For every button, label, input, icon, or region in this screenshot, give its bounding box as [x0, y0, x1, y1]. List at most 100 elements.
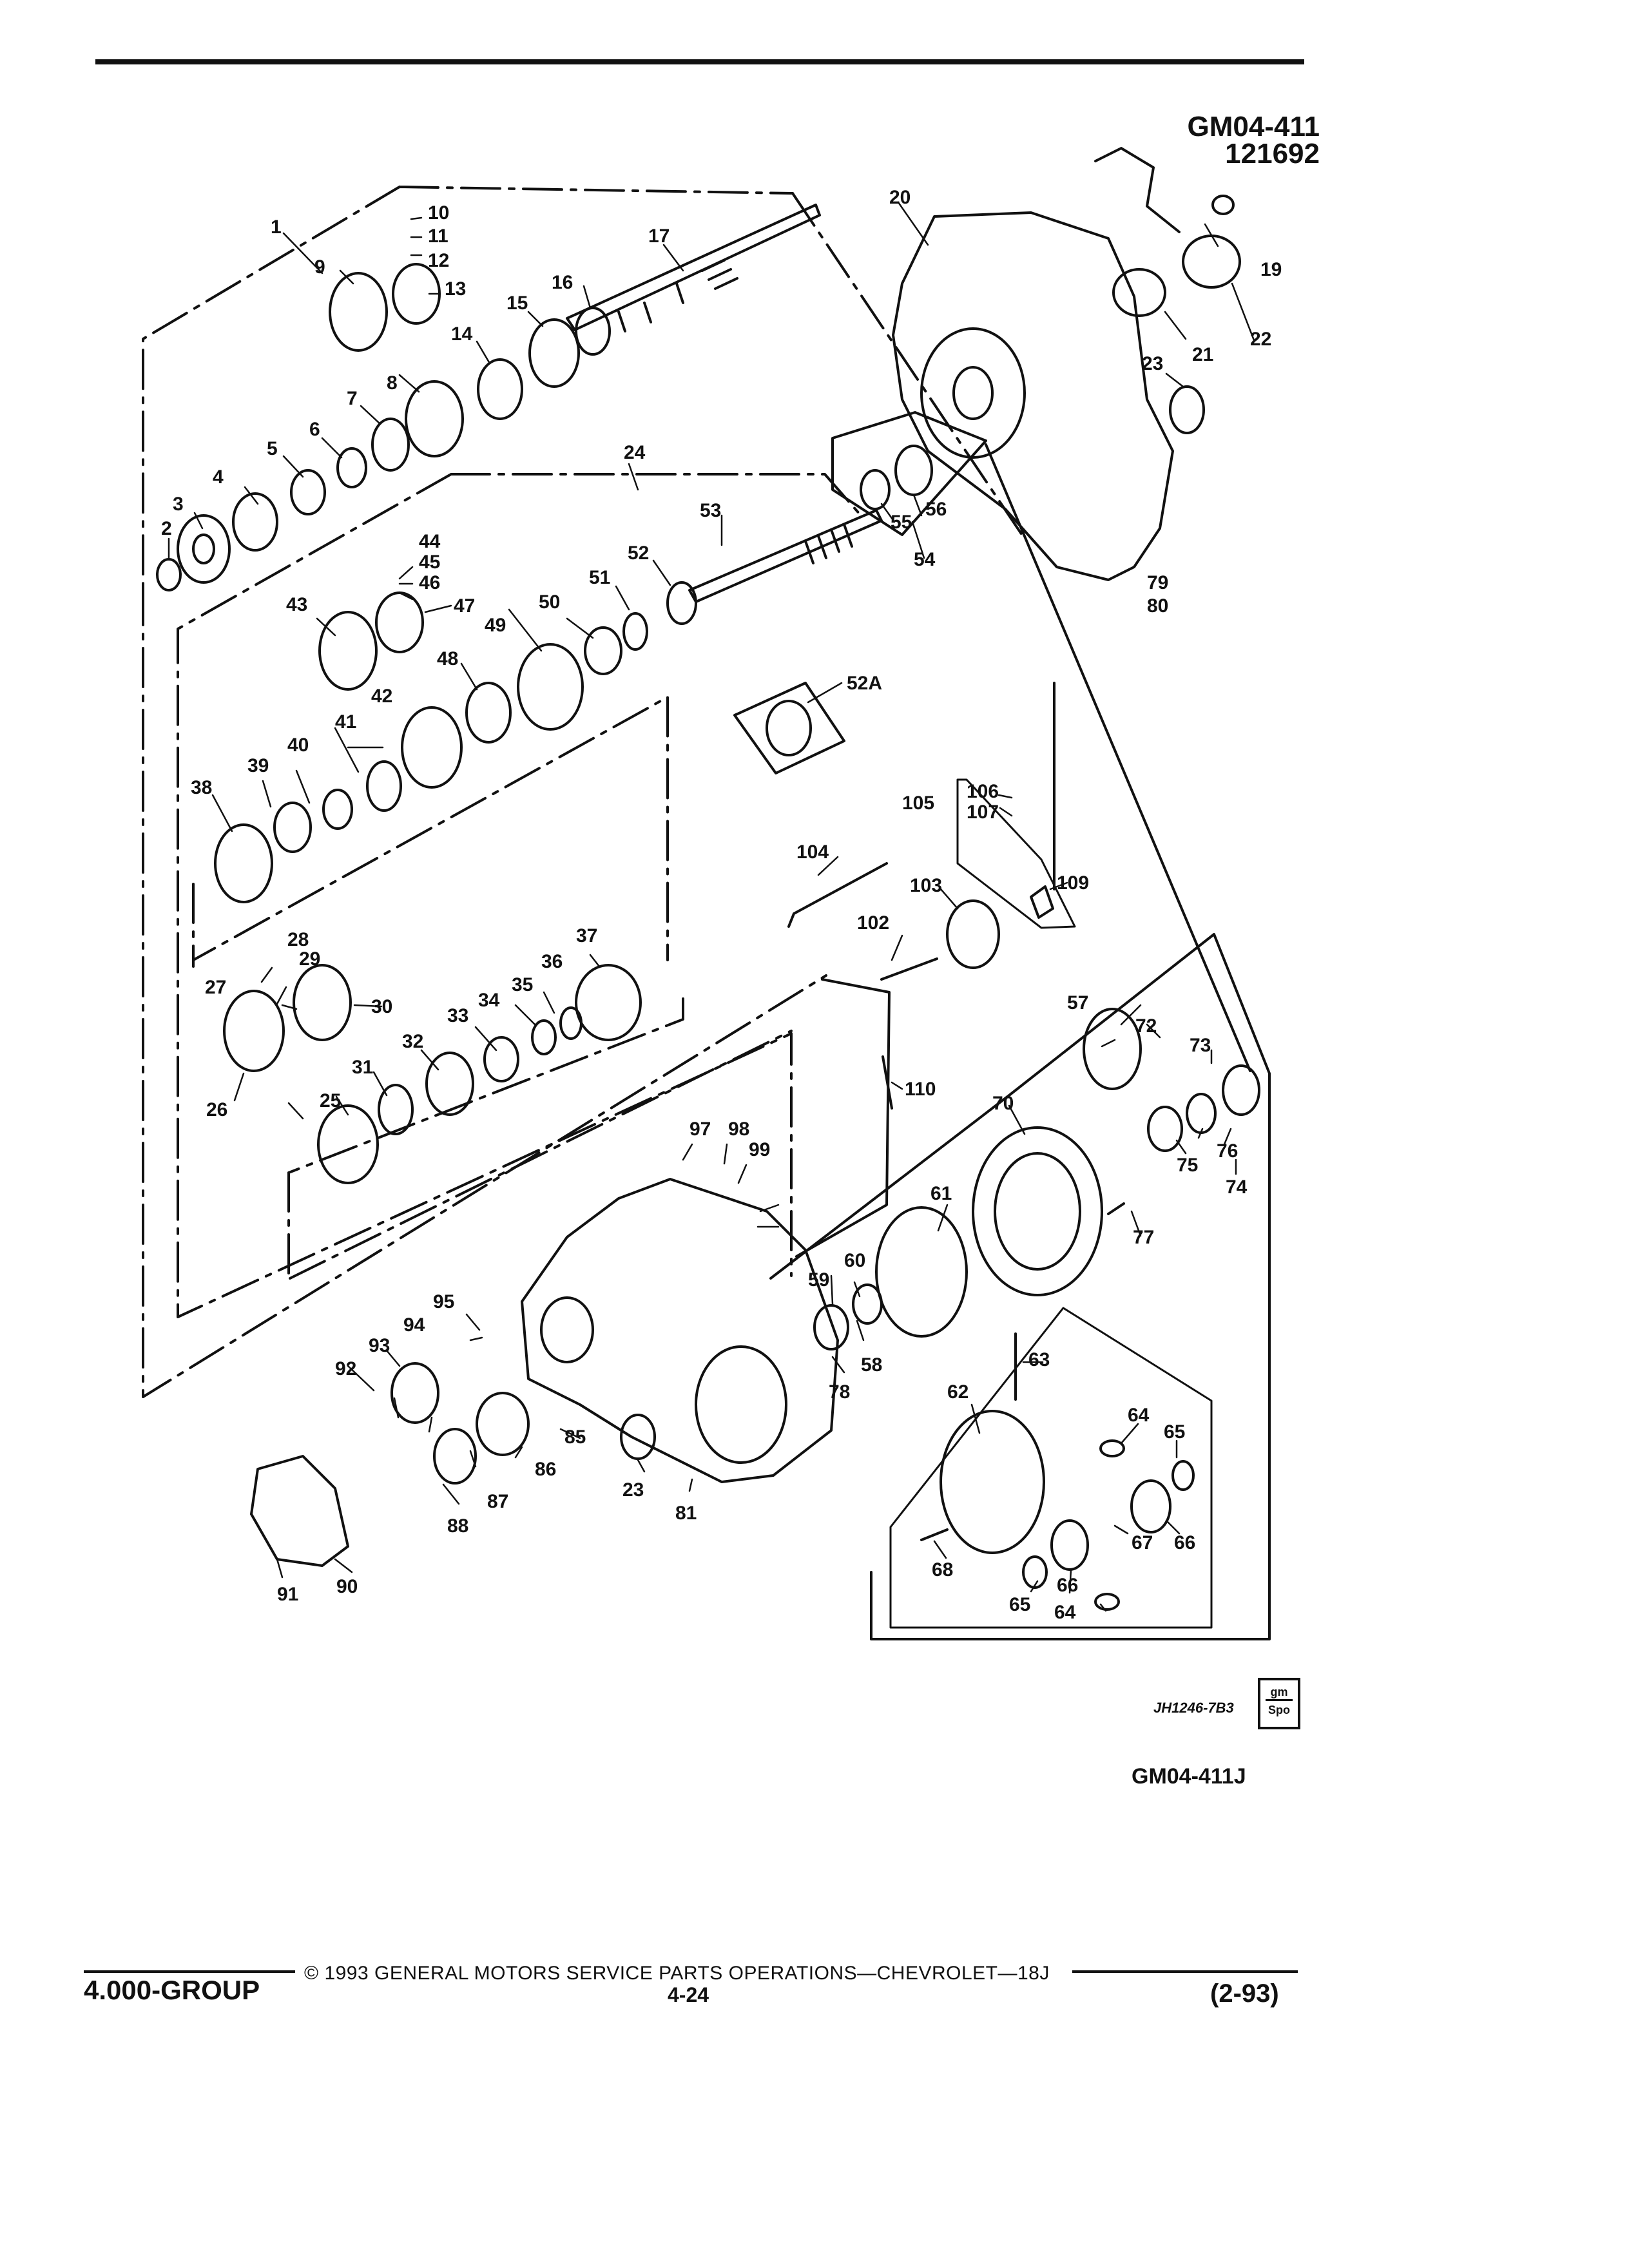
case-62	[940, 1410, 1045, 1554]
washer-64a	[1099, 1439, 1125, 1457]
bolt-19	[1211, 195, 1235, 215]
callout-67: 67	[1132, 1532, 1153, 1553]
group-bracket-105	[956, 778, 1076, 929]
sensor-22	[1182, 235, 1241, 289]
lever-109	[1030, 885, 1054, 919]
gear-25	[317, 1104, 379, 1184]
document-id: GM04-411	[1187, 111, 1320, 142]
case-20-bore-inner	[952, 366, 994, 420]
callout-64-bottom: 64	[1054, 1602, 1076, 1623]
gear-55	[860, 469, 891, 510]
callout-79: 79	[1147, 572, 1168, 593]
callout-27: 27	[205, 977, 226, 998]
callout-64-top: 64	[1128, 1405, 1150, 1426]
ring-gear-70	[972, 1126, 1103, 1296]
race-76	[1186, 1093, 1217, 1134]
callout-3: 3	[173, 494, 184, 515]
callout-107: 107	[967, 802, 999, 823]
callout-21: 21	[1192, 344, 1213, 365]
gear-38	[214, 823, 273, 903]
washer-65b	[1022, 1555, 1048, 1589]
input-shaft-splines	[617, 259, 738, 332]
callout-98: 98	[728, 1119, 749, 1140]
callout-47: 47	[454, 595, 475, 617]
leader-rear	[795, 443, 1251, 1258]
bolt-68	[920, 1528, 949, 1541]
callout-11: 11	[428, 226, 448, 247]
callout-43: 43	[286, 594, 307, 615]
callout-36: 36	[541, 951, 563, 972]
callout-76: 76	[1217, 1140, 1238, 1162]
callout-54: 54	[914, 549, 936, 570]
callout-86: 86	[535, 1459, 556, 1480]
callout-55: 55	[891, 512, 912, 533]
ring-7	[371, 418, 410, 472]
gear-3	[177, 514, 231, 584]
leaders	[168, 201, 1255, 1612]
ring-31	[378, 1084, 414, 1135]
synchro-30	[293, 964, 352, 1041]
case-85-bore	[695, 1345, 787, 1464]
group-bracket-57	[769, 933, 1271, 1640]
group-bracket-54	[831, 411, 987, 536]
gear-4	[232, 492, 278, 552]
callout-90: 90	[336, 1576, 358, 1597]
cover-90	[250, 1455, 349, 1567]
callout-6: 6	[309, 419, 320, 440]
callout-93: 93	[369, 1335, 390, 1356]
callout-50: 50	[539, 591, 560, 613]
bearing-93	[390, 1362, 439, 1424]
callout-81: 81	[675, 1503, 697, 1524]
callout-95: 95	[433, 1291, 454, 1312]
callout-37: 37	[576, 925, 597, 947]
callout-35: 35	[512, 974, 533, 995]
group-bracket-24	[177, 473, 862, 1318]
callout-28: 28	[287, 929, 309, 950]
callout-1: 1	[271, 216, 282, 238]
callout-92: 92	[335, 1358, 356, 1379]
callout-70: 70	[992, 1093, 1014, 1114]
callout-72: 72	[1135, 1015, 1157, 1037]
callout-61: 61	[930, 1183, 952, 1204]
callout-42: 42	[371, 686, 392, 707]
seal-23-top	[1169, 385, 1205, 434]
callout-94: 94	[403, 1314, 425, 1336]
callout-15: 15	[506, 293, 528, 314]
bolt-77	[1107, 1202, 1125, 1215]
sensor-cable	[1094, 147, 1181, 233]
callout-23-bottom: 23	[622, 1479, 644, 1501]
callout-53: 53	[700, 500, 721, 521]
group-label: 4.000-GROUP	[84, 1975, 260, 2005]
bearing-59	[813, 1304, 849, 1350]
bearing-56	[894, 445, 933, 496]
input-shaft	[566, 204, 821, 331]
washer-52	[666, 581, 697, 625]
shim-87	[433, 1428, 477, 1485]
main-shaft-splines	[804, 523, 853, 564]
callout-34: 34	[478, 990, 500, 1011]
callout-66-right: 66	[1174, 1532, 1195, 1553]
callout-7: 7	[347, 388, 358, 409]
bearing-16	[575, 307, 611, 356]
gear-9	[329, 272, 388, 352]
callout-39: 39	[247, 755, 269, 776]
callout-41: 41	[335, 711, 356, 733]
callout-63: 63	[1028, 1349, 1050, 1370]
callout-74: 74	[1226, 1177, 1248, 1198]
bearing-86	[476, 1392, 530, 1456]
callout-91: 91	[277, 1584, 298, 1605]
callout-51: 51	[589, 567, 610, 588]
callout-66-left: 66	[1057, 1575, 1078, 1596]
callout-65-bottom: 65	[1009, 1594, 1030, 1615]
callout-46: 46	[419, 572, 440, 593]
callout-16: 16	[552, 272, 573, 293]
gear-37	[575, 964, 642, 1041]
shaft-102	[880, 957, 938, 981]
callout-20: 20	[889, 187, 911, 208]
callout-5: 5	[267, 438, 278, 459]
gear-103	[946, 899, 1000, 969]
callout-65-top: 65	[1164, 1421, 1185, 1443]
footer-rule-left	[84, 1970, 295, 1973]
gear-2	[156, 558, 182, 591]
